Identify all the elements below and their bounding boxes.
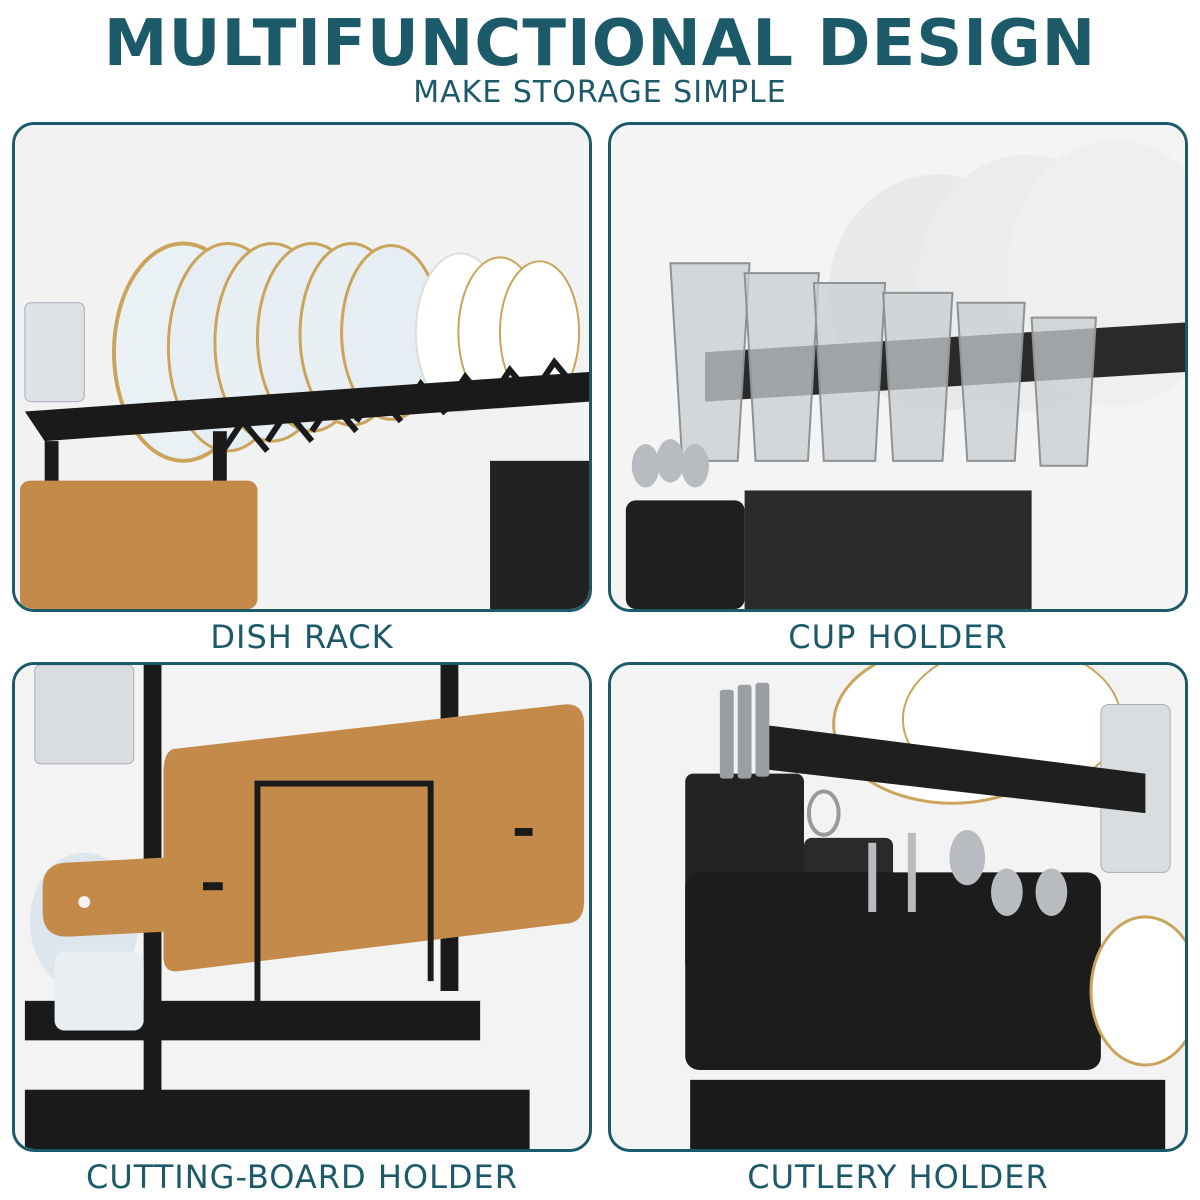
page-title: MULTIFUNCTIONAL DESIGN (103, 7, 1097, 81)
page-subtitle: MAKE STORAGE SIMPLE (413, 75, 787, 110)
caption-cutting-board-holder: CUTTING-BOARD HOLDER (86, 1158, 518, 1196)
cup-holder-photo (608, 122, 1188, 612)
dish-rack-photo (12, 122, 592, 612)
caption-cup-holder: CUP HOLDER (788, 618, 1008, 656)
caption-dish-rack: DISH RACK (210, 618, 394, 656)
caption-cutlery-holder: CUTLERY HOLDER (747, 1158, 1049, 1196)
cutlery-holder-photo (608, 662, 1188, 1152)
cutting-board-holder-photo (12, 662, 592, 1152)
